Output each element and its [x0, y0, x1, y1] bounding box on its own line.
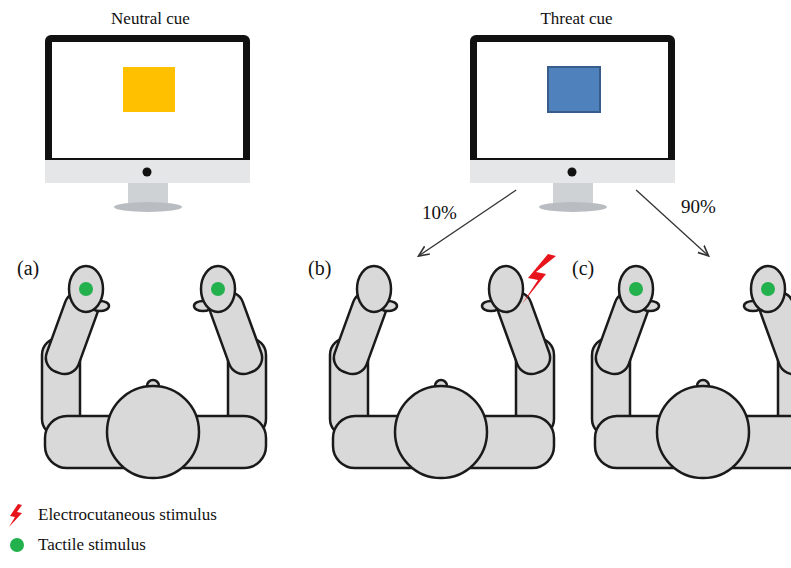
monitor-box: Threat cue — [470, 8, 683, 190]
cue-title: Threat cue — [470, 8, 683, 30]
legend-text: Tactile stimulus — [38, 535, 146, 555]
legend-entry: Electrocutaneous stimulus — [6, 500, 217, 530]
electrocutaneous-bolt — [522, 254, 556, 304]
figure-panel: (c) — [570, 256, 790, 474]
probability-label: 90% — [678, 196, 719, 218]
person-figure — [330, 266, 555, 478]
tactile-dot — [761, 282, 775, 296]
threat-monitor — [470, 35, 675, 212]
panel-label: (c) — [570, 256, 596, 280]
panel-label: (b) — [306, 256, 333, 280]
cue-title: Neutral cue — [45, 8, 256, 30]
tactile-dot — [79, 282, 93, 296]
figure-panel: (b) — [306, 256, 556, 474]
probability-label: 10% — [419, 202, 460, 224]
person-figure — [592, 266, 791, 478]
legend-bolt-shape — [9, 504, 22, 527]
tactile-dot — [211, 282, 225, 296]
threat-square — [548, 67, 600, 112]
legend-entry: Tactile stimulus — [6, 530, 217, 560]
tactile-dot — [629, 282, 643, 296]
legend-text: Electrocutaneous stimulus — [38, 505, 217, 525]
legend-dot — [6, 532, 32, 558]
monitor-box: Neutral cue — [45, 8, 256, 188]
neutral-square — [123, 67, 175, 112]
person-figure — [42, 266, 267, 478]
legend-bolt — [6, 502, 32, 528]
probability-arrow — [419, 190, 517, 256]
panel-label: (a) — [15, 256, 41, 280]
neutral-monitor — [45, 35, 250, 212]
figure-panel: (a) — [15, 256, 267, 474]
legend-swatch — [10, 538, 24, 552]
legend: Electrocutaneous stimulusTactile stimulu… — [6, 500, 217, 560]
